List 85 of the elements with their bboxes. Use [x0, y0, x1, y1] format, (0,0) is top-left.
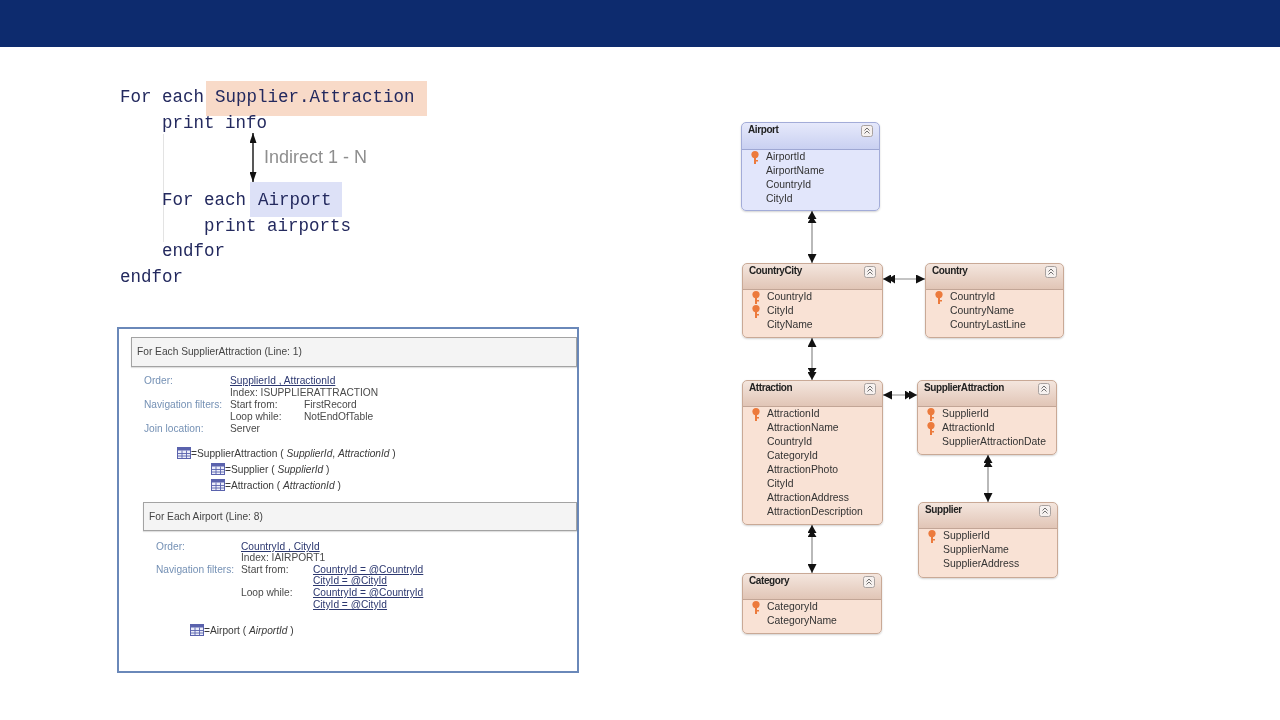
link-text: CountryId = @CountryId	[313, 564, 424, 576]
attribute-name: AttractionAddress	[767, 491, 849, 505]
relationship-line	[882, 390, 918, 400]
entity-box	[917, 380, 1057, 455]
report-panel	[117, 327, 579, 673]
highlight-box	[206, 81, 427, 116]
field-value: Index: IAIRPORT1	[241, 552, 326, 564]
section-band	[143, 502, 577, 531]
attribute-name: AttractionPhoto	[767, 463, 839, 477]
entity-title: Airport	[748, 123, 779, 137]
link-text: CountryId , CityId	[241, 541, 320, 553]
highlight-box	[250, 182, 342, 217]
table-reference: =Attraction ( AttractionId )	[225, 480, 341, 492]
link-text: CityId = @CityId	[313, 575, 388, 587]
entity-box	[742, 263, 883, 338]
table-reference: =Supplier ( SupplierId )	[225, 464, 330, 476]
field-value: Server	[230, 423, 260, 435]
entity-title: SupplierAttraction	[924, 381, 1005, 395]
code-text: endfor	[162, 241, 225, 261]
attribute-name: SupplierId	[942, 407, 989, 421]
field-value: Index: ISUPPLIERATTRACTION	[230, 387, 379, 399]
relationship-line	[983, 454, 993, 503]
code-text: Airport	[258, 190, 332, 210]
field-value: NotEndOfTable	[304, 411, 374, 423]
attribute-name: AirportId	[766, 150, 806, 164]
section-band	[131, 337, 577, 367]
attribute-name: CategoryId	[767, 449, 818, 463]
attribute-name: AttractionId	[767, 407, 820, 421]
field-value: Start from:	[241, 564, 289, 576]
attribute-name: AttractionName	[767, 421, 839, 435]
code-text: For each	[120, 87, 204, 107]
section-title: For Each SupplierAttraction (Line: 1)	[137, 346, 302, 358]
relationship-line	[882, 274, 926, 284]
attribute-name: CityId	[767, 477, 794, 491]
attribute-name: SupplierName	[943, 543, 1009, 557]
field-label: Order:	[156, 541, 185, 553]
link-text: CityId = @CityId	[313, 599, 388, 611]
field-label: Join location:	[144, 423, 204, 435]
attribute-name: CategoryId	[767, 600, 818, 614]
attribute-name: SupplierAttractionDate	[942, 435, 1046, 449]
attribute-name: AttractionDescription	[767, 505, 863, 519]
entity-title: CountryCity	[749, 264, 802, 278]
code-text: Supplier.Attraction	[215, 87, 415, 107]
attribute-name: CountryId	[767, 290, 813, 304]
attribute-name: CountryId	[950, 290, 996, 304]
link-text: CountryId = @CountryId	[313, 587, 424, 599]
attribute-name: AttractionId	[942, 421, 995, 435]
field-value: Loop while:	[241, 587, 293, 599]
section-title: For Each Airport (Line: 8)	[149, 510, 263, 523]
field-value: FirstRecord	[304, 399, 357, 411]
entity-box	[741, 122, 880, 211]
field-label: Navigation filters:	[144, 399, 223, 411]
entity-box	[742, 573, 882, 634]
attribute-name: CategoryName	[767, 614, 837, 628]
relationship-line	[807, 337, 817, 381]
attribute-name: SupplierId	[943, 529, 990, 543]
field-label: Order:	[144, 375, 173, 387]
field-value: Start from:	[230, 399, 278, 411]
table-reference: =SupplierAttraction ( SupplierId, AttractionId )	[191, 448, 396, 460]
attribute-name: CityName	[767, 318, 813, 332]
attribute-name: CountryLastLine	[950, 318, 1026, 332]
field-value: Loop while:	[230, 411, 282, 423]
entity-title: Category	[749, 574, 790, 588]
code-text: endfor	[120, 267, 183, 287]
entity-box	[742, 380, 883, 525]
attribute-name: CityId	[766, 192, 793, 206]
relationship-line	[807, 210, 817, 264]
entity-title: Country	[932, 264, 968, 278]
attribute-name: CountryId	[766, 178, 812, 192]
attribute-name: AirportName	[766, 164, 825, 178]
entity-box	[925, 263, 1064, 338]
entity-title: Attraction	[749, 381, 793, 395]
attribute-name: SupplierAddress	[943, 557, 1020, 571]
code-text: print info	[162, 113, 268, 133]
relationship-line	[807, 524, 817, 574]
double-arrow	[249, 132, 257, 183]
link-text: SupplierId , AttractionId	[230, 375, 336, 387]
table-reference: =Airport ( AirportId )	[204, 625, 294, 637]
code-text: For each	[162, 190, 246, 210]
attribute-name: CityId	[767, 304, 794, 318]
entity-box	[918, 502, 1058, 578]
field-label: Navigation filters:	[156, 564, 235, 576]
attribute-name: CountryName	[950, 304, 1015, 318]
attribute-name: CountryId	[767, 435, 813, 449]
entity-title: Supplier	[925, 503, 962, 517]
